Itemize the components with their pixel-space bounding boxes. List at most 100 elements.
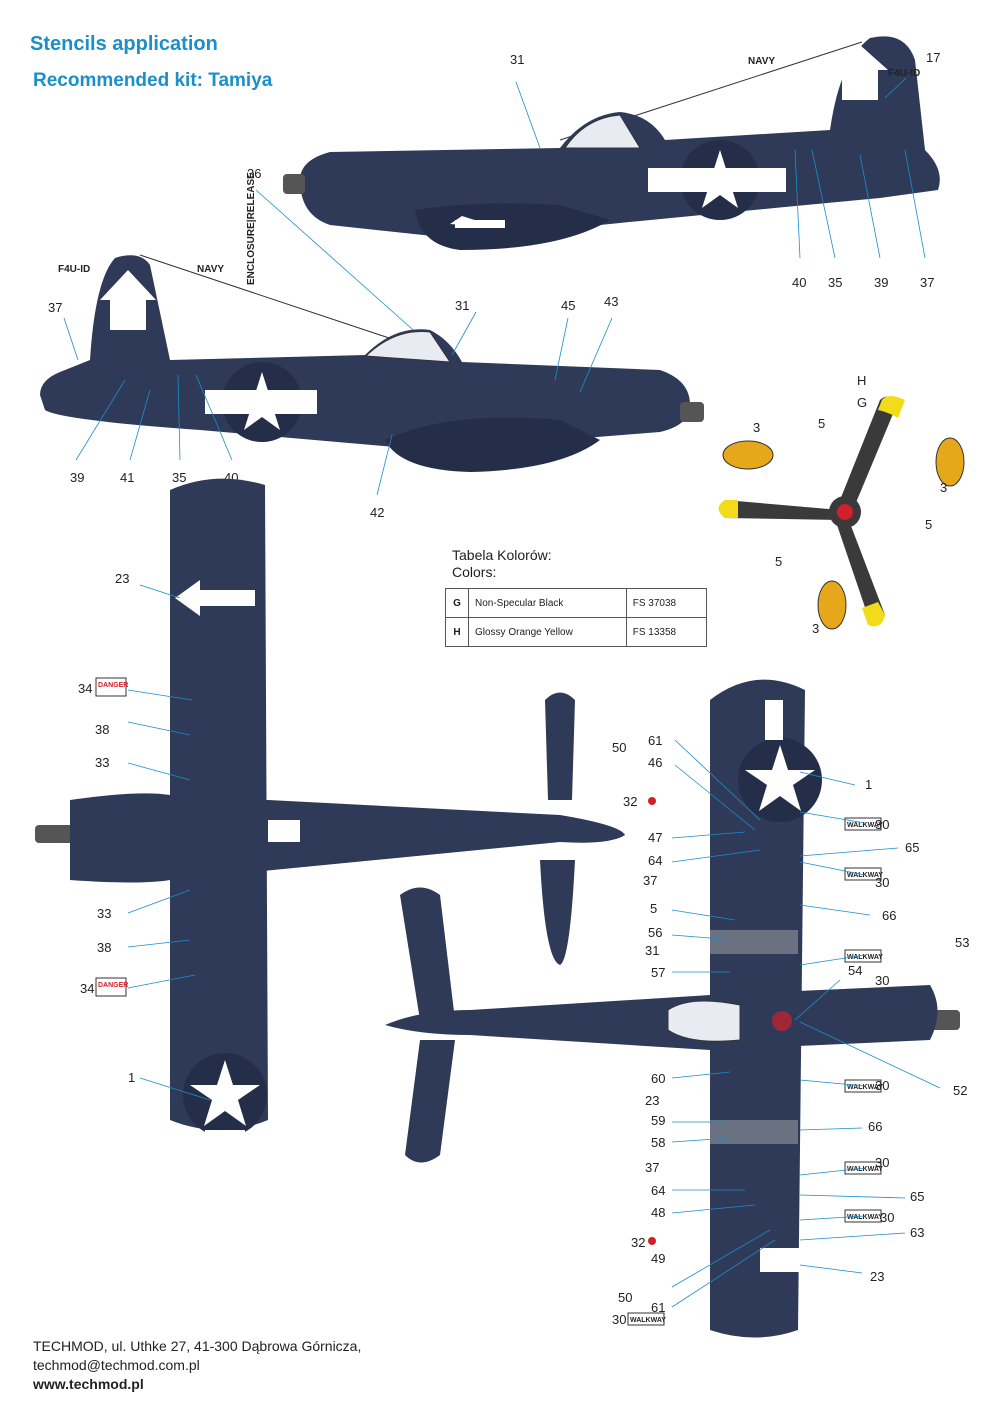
callout-34-bottom: 34 [80,981,94,996]
callout-59: 59 [651,1113,665,1128]
color-name: Non-Specular Black [468,588,627,618]
enclosure-marking: ENCLOSURE|RELEASE [246,172,257,285]
model-marking-bottom: F4U-ID [58,264,90,275]
callout-prop-3b: 3 [940,480,947,495]
callout-65-top: 65 [905,840,919,855]
callout-37-top: 37 [920,275,934,290]
color-name: Glossy Orange Yellow [468,617,627,647]
callout-37-bottom-plan: 37 [645,1160,659,1175]
callout-60: 60 [651,1071,665,1086]
underside-view: DANGER DANGER 23 34 38 33 33 38 34 1 [35,478,625,1160]
walkway-2: WALKWAY [847,872,883,879]
callout-30-r5: 30 [875,1155,889,1170]
recommended-kit: Recommended kit: Tamiya [33,70,273,91]
callout-66-bottom: 66 [868,1119,882,1134]
color-fs: FS 37038 [625,588,708,618]
callout-23-plan-right: 23 [870,1269,884,1284]
callout-39-top: 39 [874,275,888,290]
callout-49: 49 [651,1251,665,1266]
callout-46: 46 [648,755,662,770]
navy-marking-top: NAVY [748,56,775,67]
callout-prop-5c: 5 [775,554,782,569]
color-row-g: G Non-Specular Black FS 37038 [445,588,708,618]
prop-g-label: G [857,395,867,410]
callout-57: 57 [651,965,665,980]
callout-38-top: 38 [95,722,109,737]
callout-42: 42 [370,505,384,520]
colors-heading-english: Colors: [452,564,497,580]
callout-30-r2: 30 [875,875,889,890]
colors-heading-polish: Tabela Kolorów: [452,547,552,563]
callout-63: 63 [910,1225,924,1240]
callout-61-top: 61 [648,733,662,748]
prop-h-label: H [857,373,866,388]
callout-30-r3: 30 [875,973,889,988]
topside-view: WALKWAY WALKWAY WALKWAY WALKWAY WALKWAY … [385,679,969,1338]
callout-38-bottom: 38 [97,940,111,955]
callout-34-top: 34 [78,681,92,696]
callout-61-bottom: 61 [651,1300,665,1315]
walkway-7: WALKWAY [630,1317,666,1324]
callout-33-bottom: 33 [97,906,111,921]
color-fs: FS 13358 [625,617,708,647]
callout-prop-3c: 3 [812,621,819,636]
model-marking-top: F4U-ID [888,68,920,79]
callout-35-top: 35 [828,275,842,290]
callout-33-top: 33 [95,755,109,770]
callout-50-bottom: 50 [618,1290,632,1305]
callout-50-top: 50 [612,740,626,755]
callout-36: 36 [247,166,261,181]
callout-32-top: 32 [623,794,637,809]
walkway-1: WALKWAY [847,822,883,829]
callout-48: 48 [651,1205,665,1220]
callout-53: 53 [955,935,969,950]
footer: TECHMOD, ul. Uthke 27, 41-300 Dąbrowa Gó… [33,1337,361,1394]
callout-31-bottom: 31 [455,298,469,313]
walkway-labels: WALKWAY WALKWAY WALKWAY WALKWAY WALKWAY … [627,817,883,1326]
callout-54: 54 [848,963,862,978]
callout-30-r4: 30 [875,1078,889,1093]
callout-65-bottom: 65 [910,1189,924,1204]
callout-43: 43 [604,294,618,309]
callout-58: 58 [651,1135,665,1150]
callout-41: 41 [120,470,134,485]
callout-30-bottom: 30 [612,1312,626,1327]
callout-23-plan-left: 23 [645,1093,659,1108]
callout-47: 47 [648,830,662,845]
color-code: H [445,617,469,647]
callout-23-under: 23 [115,571,129,586]
color-row-h: H Glossy Orange Yellow FS 13358 [445,617,708,647]
callout-1-under: 1 [128,1070,135,1085]
callout-30-r1: 30 [875,817,889,832]
callout-17: 17 [926,50,940,65]
callout-56: 56 [648,925,662,940]
callout-5-plan: 5 [650,901,657,916]
callout-45: 45 [561,298,575,313]
company-address: TECHMOD, ul. Uthke 27, 41-300 Dąbrowa Gó… [33,1338,362,1354]
side-view-right: NAVY F4U-ID 37 31 45 43 39 41 35 40 42 [40,254,704,520]
walkway-5: WALKWAY [847,1166,883,1173]
callout-37-bottom: 37 [48,300,62,315]
side-view-left: NAVY F4U-ID ENCLOSURE|RELEASE 31 17 36 4… [246,36,940,346]
walkway-3: WALKWAY [847,954,883,961]
color-code: G [445,588,469,618]
callout-31-top: 31 [510,52,524,67]
contact-email[interactable]: techmod@techmod.com.pl [33,1357,200,1373]
callout-66-top: 66 [882,908,896,923]
callout-prop-5a: 5 [818,416,825,431]
callout-35-bottom: 35 [172,470,186,485]
walkway-4: WALKWAY [847,1084,883,1091]
callout-52: 52 [953,1083,967,1098]
callout-40-top: 40 [792,275,806,290]
callout-32-bottom: 32 [631,1235,645,1250]
callout-37-top-plan: 37 [643,873,657,888]
callout-1-plan: 1 [865,777,872,792]
propeller-view: H G 3 5 3 5 5 3 [718,373,965,636]
callout-64-top: 64 [648,853,662,868]
danger-label-bottom: DANGER [98,982,128,989]
walkway-6: WALKWAY [847,1214,883,1221]
callout-prop-3a: 3 [753,420,760,435]
website-link[interactable]: www.techmod.pl [33,1376,144,1392]
danger-label-top: DANGER [98,682,128,689]
